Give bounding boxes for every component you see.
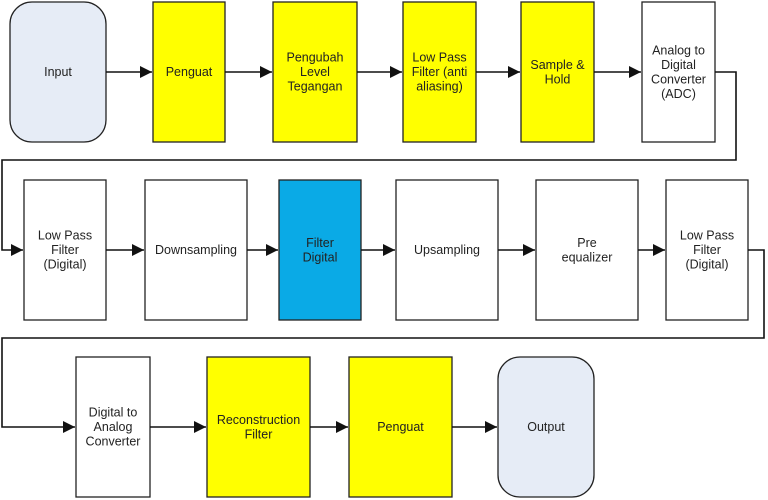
svg-text:Upsampling: Upsampling <box>414 243 480 257</box>
arrow-adc-to-lpf-digital <box>1 71 737 256</box>
node-label-line: Input <box>44 65 72 79</box>
node-label-line: Converter <box>651 72 706 86</box>
node-input: Input <box>9 1 107 143</box>
node-label-line: Penguat <box>377 420 424 434</box>
node-label-line: Filter <box>245 427 273 441</box>
connectors <box>1 66 765 433</box>
node-label-line: Low Pass <box>412 51 466 65</box>
svg-text:Penguat: Penguat <box>166 65 213 79</box>
node-sample-hold: Sample &Hold <box>520 1 595 143</box>
node-label-line: Hold <box>545 72 571 86</box>
node-label-line: (ADC) <box>661 87 696 101</box>
node-label-line: Output <box>527 420 565 434</box>
node-label-line: Pre <box>577 236 597 250</box>
arrow-lpf-digital-to-dac <box>1 249 765 433</box>
node-label-line: Level <box>300 65 330 79</box>
node-label-line: aliasing) <box>416 80 463 94</box>
node-label-line: Low Pass <box>38 229 92 243</box>
node-label-line: Tegangan <box>288 80 343 94</box>
node-downsampling: Downsampling <box>144 179 248 321</box>
node-penguat-2: Penguat <box>348 356 453 498</box>
node-label-line: Reconstruction <box>217 413 300 427</box>
node-penguat-1: Penguat <box>152 1 226 143</box>
svg-text:Sample &Hold: Sample &Hold <box>530 58 585 87</box>
node-label-line: Filter <box>306 236 334 250</box>
node-label-line: equalizer <box>562 250 613 264</box>
svg-text:Penguat: Penguat <box>377 420 424 434</box>
node-label-line: Digital to <box>89 406 138 420</box>
node-label-line: Upsampling <box>414 243 480 257</box>
svg-text:Output: Output <box>527 420 565 434</box>
node-label-line: Pengubah <box>286 51 343 65</box>
node-label-line: Filter <box>693 243 721 257</box>
node-label-line: (Digital) <box>43 258 86 272</box>
node-label-line: Low Pass <box>680 229 734 243</box>
node-upsampling: Upsampling <box>395 179 499 321</box>
node-label-line: (Digital) <box>685 258 728 272</box>
node-label-line: Analog to <box>652 43 705 57</box>
node-label-line: Penguat <box>166 65 213 79</box>
node-label-line: Converter <box>86 435 141 449</box>
node-label-line: Digital <box>661 58 696 72</box>
node-label-line: Filter <box>51 243 79 257</box>
node-label-line: Filter (anti <box>412 65 468 79</box>
node-label-line: Digital <box>303 250 338 264</box>
node-label-line: Analog <box>94 420 133 434</box>
node-output: Output <box>497 356 595 498</box>
node-label-line: Sample & <box>530 58 585 72</box>
svg-text:Input: Input <box>44 65 72 79</box>
svg-text:Downsampling: Downsampling <box>155 243 237 257</box>
node-label-line: Downsampling <box>155 243 237 257</box>
